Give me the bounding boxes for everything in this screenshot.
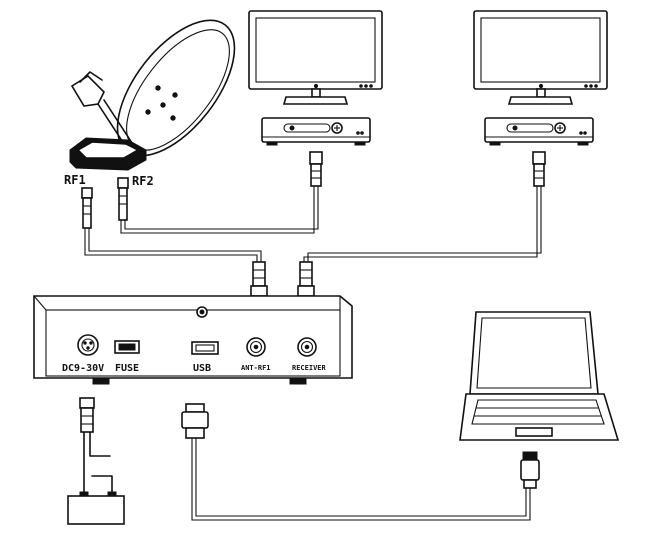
power-port-label: DC9-30V — [62, 363, 104, 374]
ant-rf1-port-label: ANT-RF1 — [241, 364, 271, 372]
battery-icon — [67, 491, 125, 525]
receiver-port-label: RECEIVER — [292, 364, 327, 372]
usb-plug-icon — [181, 403, 209, 439]
cable-receiver — [303, 185, 542, 268]
rf2-plug-tv1 — [309, 151, 323, 187]
set-top-box-icon — [261, 117, 371, 146]
rf1-label: RF1 — [64, 173, 86, 187]
receiver-plug-tv2 — [532, 151, 546, 187]
usb-port-label: USB — [193, 363, 211, 374]
ant-rf1-port — [246, 337, 266, 357]
usb-port — [191, 341, 219, 355]
set-top-box-icon — [484, 117, 594, 146]
rf2-label: RF2 — [132, 174, 154, 188]
cable-usb — [191, 438, 531, 521]
control-box — [33, 261, 353, 385]
power-port — [77, 334, 99, 356]
laptop-icon — [459, 311, 620, 441]
receiver-port — [297, 337, 317, 357]
usb-plug-icon — [520, 451, 540, 489]
cable-rf2 — [120, 185, 319, 234]
tv-icon — [473, 10, 608, 105]
fuse-port — [114, 340, 140, 354]
power-plug — [79, 397, 95, 433]
fuse-port-label: FUSE — [115, 363, 139, 374]
cable-power — [83, 431, 113, 497]
cable-rf1 — [84, 228, 262, 268]
satellite-dish-icon — [69, 19, 236, 229]
tv-icon — [248, 10, 383, 105]
